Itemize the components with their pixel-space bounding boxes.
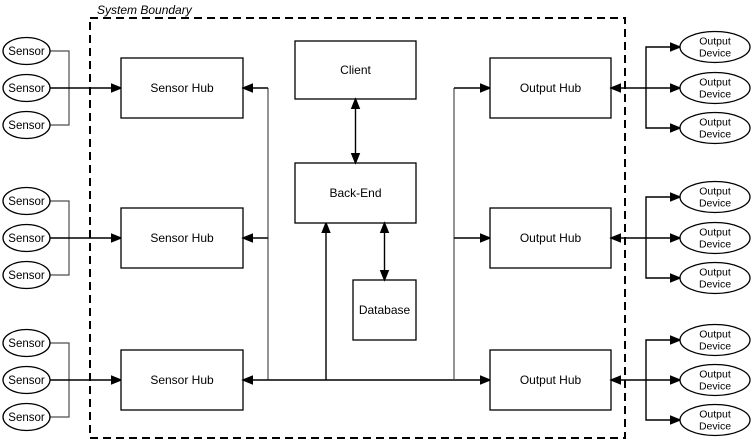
sensor-node: [2, 365, 51, 395]
output-device-label: Device: [699, 341, 731, 353]
sensor-label: Sensor: [8, 233, 45, 245]
sensor-hub-label: Sensor Hub: [150, 373, 214, 387]
sensor-node: [2, 186, 51, 216]
database-label: Database: [359, 303, 411, 317]
output-device-label: Output: [699, 117, 731, 129]
sensor-label: Sensor: [8, 83, 45, 95]
output-device-label: Device: [699, 198, 731, 210]
output-device-label: Device: [699, 239, 731, 251]
sensor-hub-node-top: [120, 57, 244, 119]
sensor-hub-node-middle: [120, 207, 244, 269]
sensor-label: Sensor: [8, 338, 45, 350]
system-boundary-box: [89, 17, 626, 439]
backend-label: Back-End: [329, 186, 381, 200]
sensor-node: [2, 223, 51, 253]
output-device-label: Device: [699, 48, 731, 60]
output-device-label-group: Output Device Output Device Output Devic…: [699, 329, 731, 433]
backend-node: [294, 162, 417, 224]
output-device-label: Output: [699, 369, 731, 381]
output-device-label: Device: [699, 279, 731, 291]
output-device-node: [679, 30, 751, 64]
output-device-label-group: Output Device Output Device Output Devic…: [699, 186, 731, 291]
output-hub-label: Output Hub: [520, 373, 582, 387]
output-device-label: Device: [699, 89, 731, 101]
output-device-label: Output: [699, 267, 731, 279]
sensor-node: [2, 73, 51, 103]
output-device-label: Output: [699, 186, 731, 198]
sensor-label: Sensor: [8, 412, 45, 424]
output-device-label: Output: [699, 77, 731, 89]
output-device-label: Device: [699, 129, 731, 141]
output-device-node: [679, 363, 751, 397]
sensor-node: [2, 328, 51, 358]
output-hub-node-bottom: [489, 349, 612, 411]
output-device-node: [679, 111, 751, 145]
sensor-label: Sensor: [8, 120, 45, 132]
output-device-label: Device: [699, 381, 731, 393]
sensor-hub-label: Sensor Hub: [150, 81, 214, 95]
sensor-label: Sensor: [8, 46, 45, 58]
sensor-hub-node-bottom: [120, 349, 244, 411]
output-device-label: Output: [699, 36, 731, 48]
output-device-label: Output: [699, 409, 731, 421]
output-device-node: [679, 261, 751, 295]
output-device-label: Device: [699, 421, 731, 433]
sensor-hub-label: Sensor Hub: [150, 231, 214, 245]
output-hub-node-middle: [489, 207, 612, 269]
output-device-node: [679, 221, 751, 255]
sensor-node: [2, 36, 51, 66]
sensor-label: Sensor: [8, 270, 45, 282]
sensor-label: Sensor: [8, 375, 45, 387]
sensor-node: [2, 402, 51, 432]
output-device-node: [679, 323, 751, 357]
output-hub-node-top: [489, 57, 612, 119]
client-node: [294, 40, 417, 100]
sensor-label: Sensor: [8, 196, 45, 208]
output-hub-label: Output Hub: [520, 231, 582, 245]
output-device-label-group: Output Device Output Device Output Devic…: [699, 36, 731, 141]
output-device-label: Output: [699, 329, 731, 341]
output-device-label: Output: [699, 227, 731, 239]
client-label: Client: [340, 63, 371, 77]
output-device-node: [679, 403, 751, 437]
output-hub-label: Output Hub: [520, 81, 582, 95]
system-boundary-label: System Boundary: [97, 3, 193, 17]
sensor-node: [2, 260, 51, 290]
output-device-node: [679, 71, 751, 105]
database-node: [352, 279, 417, 341]
sensor-node: [2, 110, 51, 140]
output-device-node: [679, 180, 751, 214]
